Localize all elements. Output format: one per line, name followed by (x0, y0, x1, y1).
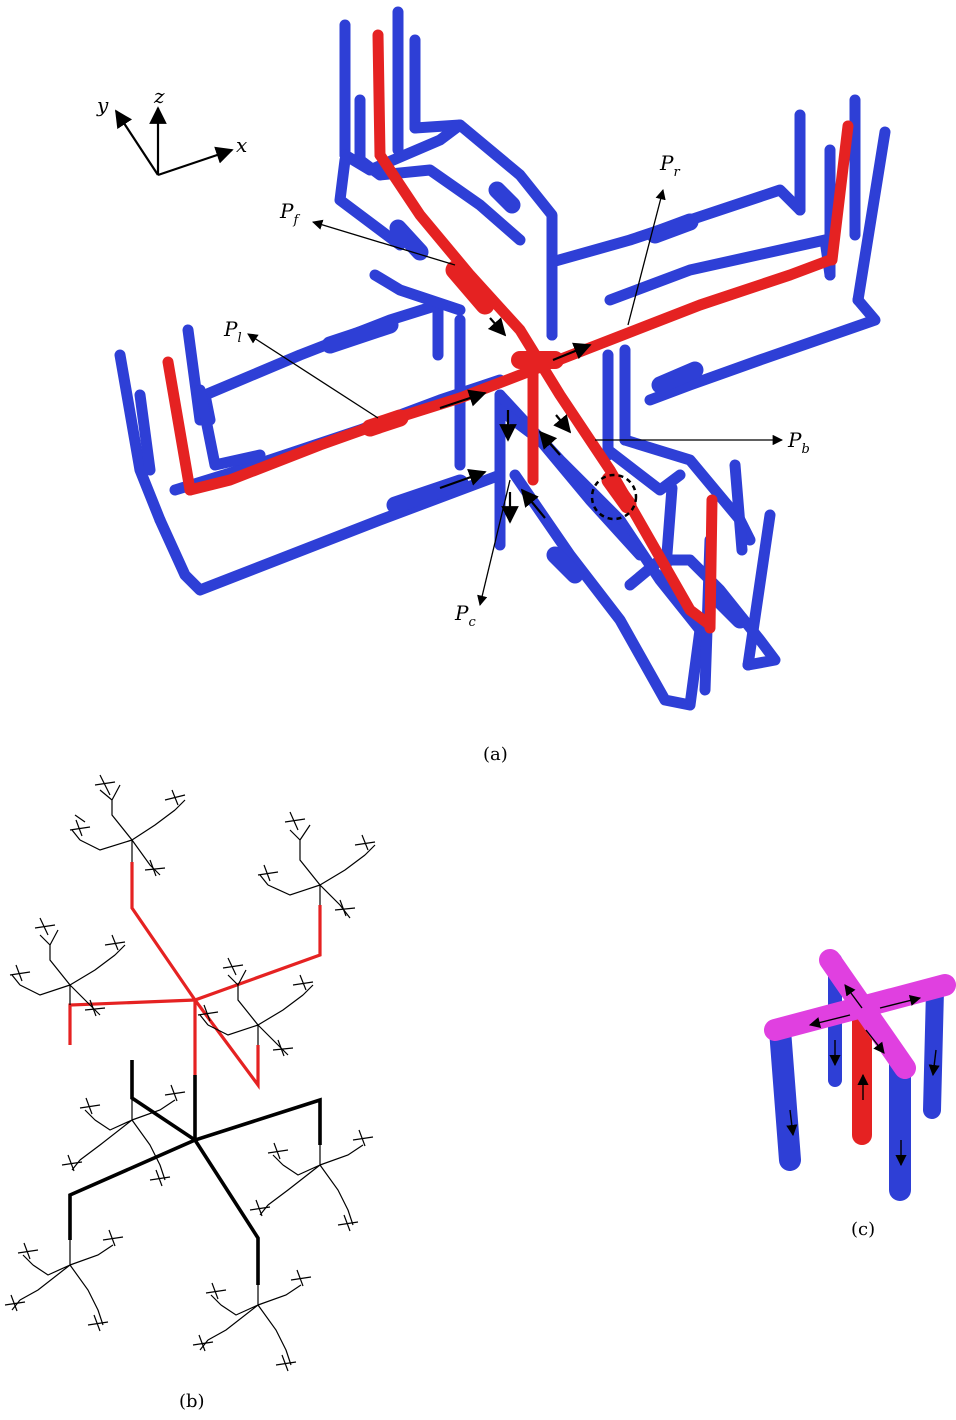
fine-tree-branches (4, 774, 376, 1372)
flow-arrows (439, 317, 592, 524)
axes-triad: x z y (96, 84, 247, 177)
caption-a: (a) (483, 744, 508, 765)
panel-b: (b) (4, 774, 376, 1412)
label-pb: Pb (787, 428, 810, 457)
panel-a: x z y (96, 6, 891, 765)
axis-y-label: y (96, 93, 109, 117)
label-pc: Pc (454, 601, 476, 630)
label-leaders (247, 188, 784, 607)
junction-arrows (786, 984, 940, 1167)
caption-b: (b) (179, 1391, 205, 1412)
caption-c: (c) (851, 1219, 875, 1240)
panel-c: (c) (764, 949, 956, 1240)
label-pl: Pl (223, 317, 242, 346)
red-pipe-path (162, 29, 854, 634)
black-tree-level (68, 1060, 322, 1285)
junction-hub (764, 949, 956, 1079)
label-pf: Pf (279, 199, 300, 228)
axis-z-label: z (153, 84, 165, 108)
blue-pipe-network (114, 6, 891, 711)
junction-highlight-circle (590, 473, 638, 521)
axis-x-label: x (236, 133, 247, 157)
red-tree-level (68, 862, 322, 1090)
label-pr: Pr (659, 151, 680, 180)
